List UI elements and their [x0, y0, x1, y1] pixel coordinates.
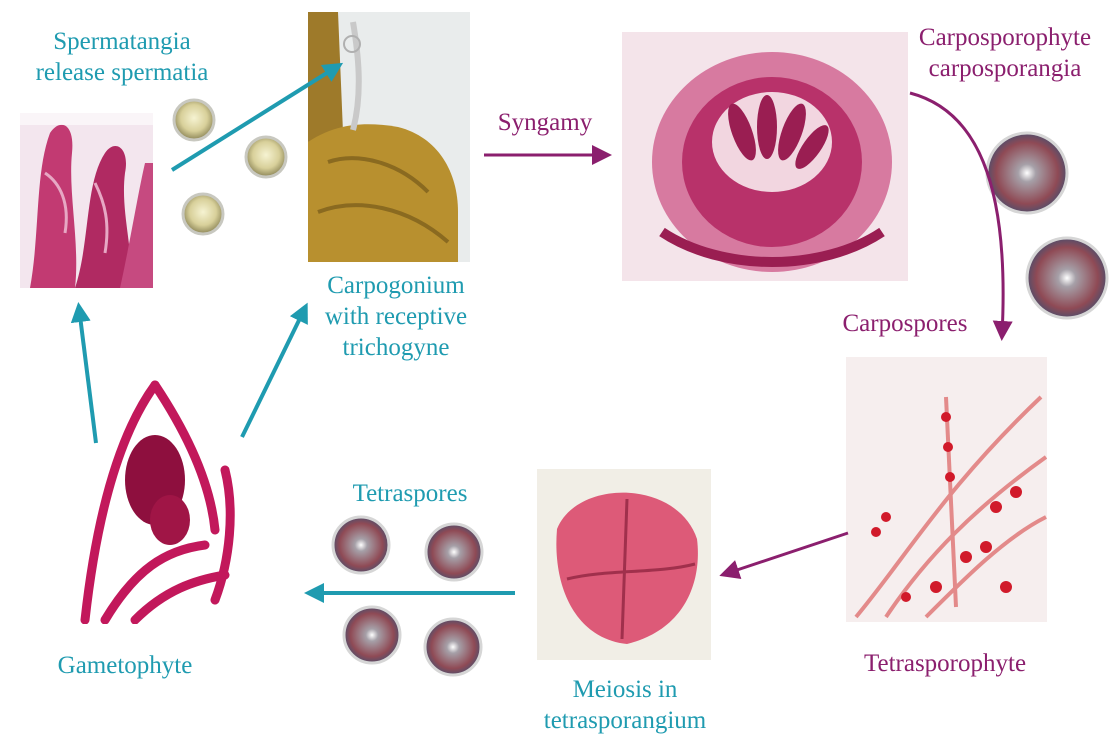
label-syngamy: Syngamy: [480, 107, 610, 138]
label-carposporophyte: Carposporophyte carposporangia: [900, 22, 1110, 84]
label-carpogonium: Carpogonium with receptive trichogyne: [296, 270, 496, 363]
label-spermatangia: Spermatangia release spermatia: [22, 26, 222, 88]
label-carpospores: Carpospores: [820, 308, 990, 339]
label-tetrasporophyte: Tetrasporophyte: [840, 648, 1050, 679]
arrow-tetrasporophyte-to-meiosis: [725, 533, 848, 574]
label-meiosis: Meiosis in tetrasporangium: [520, 674, 730, 736]
label-gametophyte: Gametophyte: [30, 650, 220, 681]
arrow-carposporophyte-to-carpospores: [910, 93, 1003, 335]
arrow-gametophyte-to-spermatangia: [79, 308, 96, 443]
label-tetraspores: Tetraspores: [325, 478, 495, 509]
